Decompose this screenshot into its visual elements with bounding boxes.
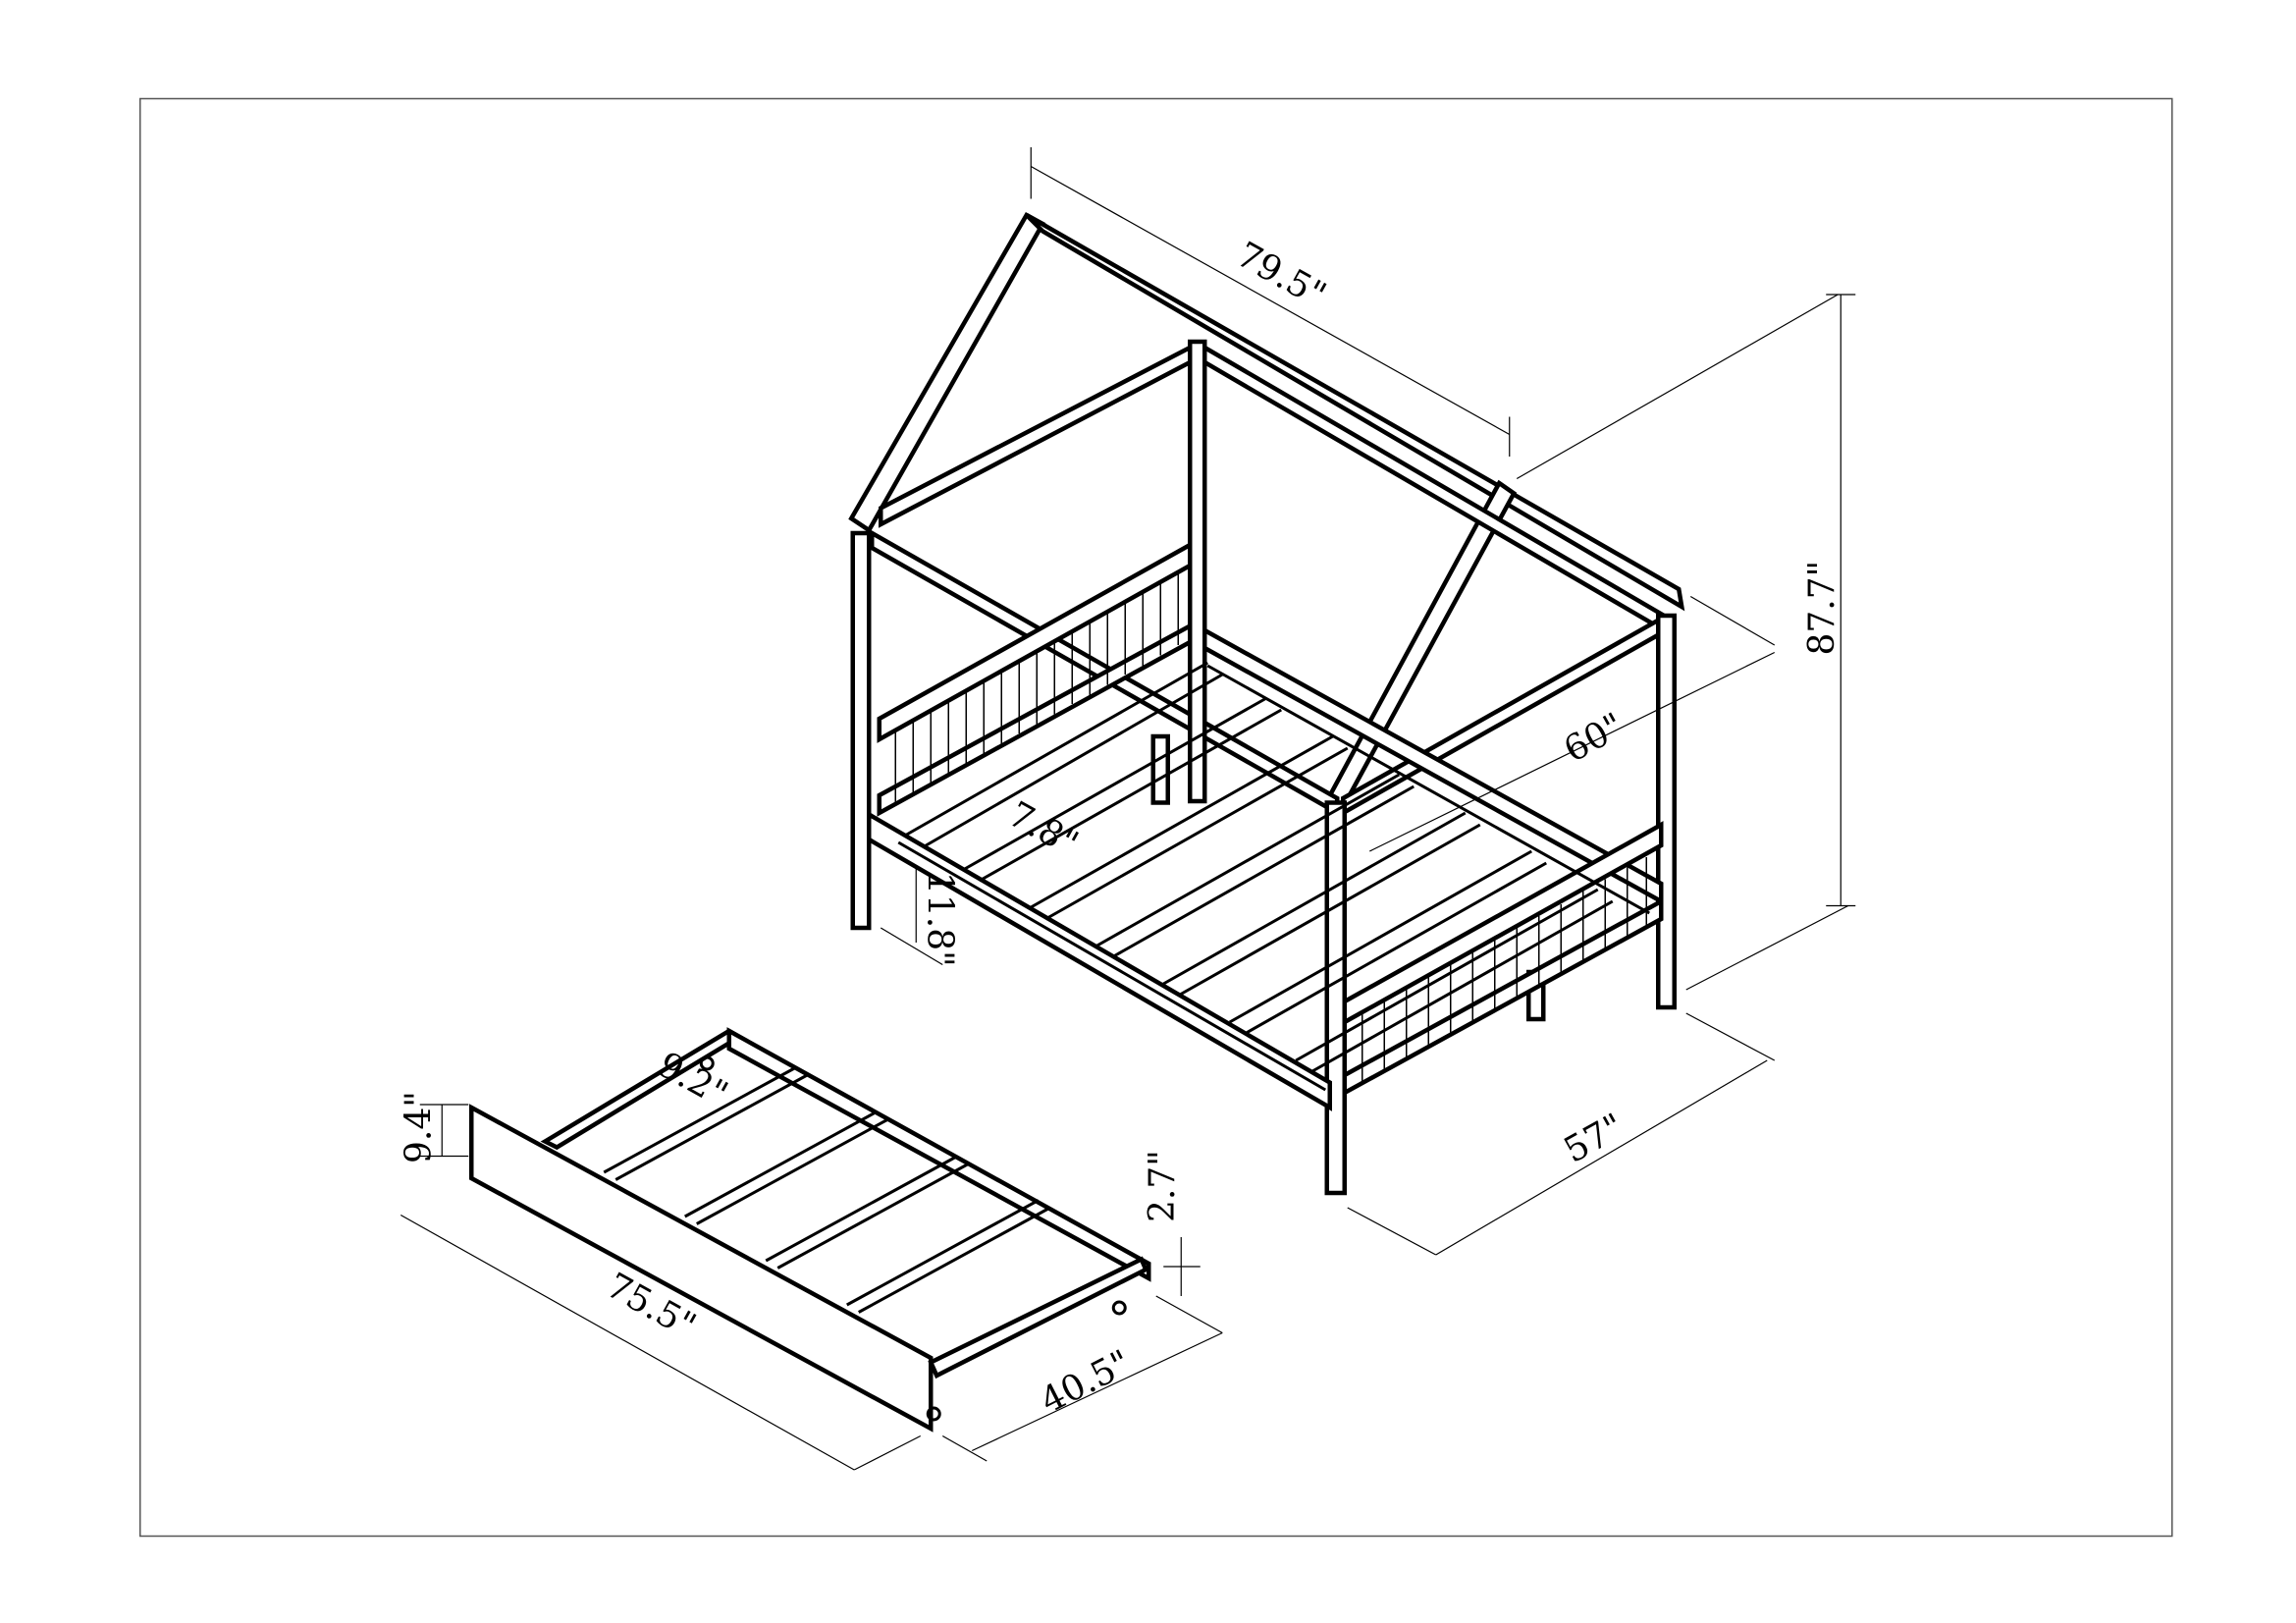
label-bed-height: 87.7" bbox=[1802, 561, 1842, 656]
label-floor-clearance: 11.8" bbox=[919, 872, 959, 967]
label-bed-width: 57" bbox=[1558, 1107, 1630, 1171]
label-bed-length: 79.5" bbox=[1230, 235, 1332, 316]
label-inner-width: 60" bbox=[1558, 706, 1630, 771]
frame-border bbox=[139, 97, 2173, 1538]
label-trundle-panel-height: 9.4" bbox=[399, 1091, 439, 1163]
trundle bbox=[468, 1027, 1151, 1433]
dimension-lines bbox=[400, 147, 1856, 1471]
label-slat-gap: 7.8" bbox=[1001, 794, 1084, 865]
label-trundle-width: 40.5" bbox=[1035, 1343, 1138, 1422]
bed-frame bbox=[848, 211, 1685, 1196]
label-trundle-clearance: 2.7" bbox=[1143, 1150, 1183, 1222]
